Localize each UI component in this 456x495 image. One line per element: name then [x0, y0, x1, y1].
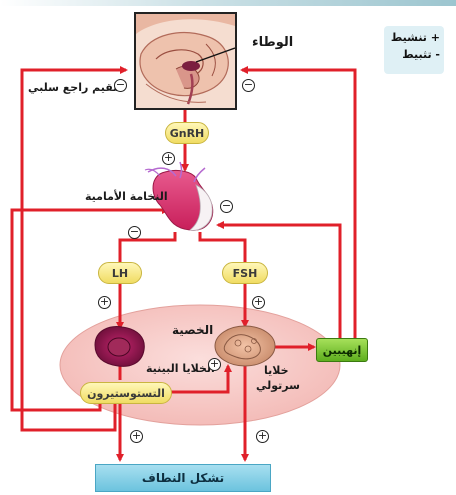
- inhibin-box: إنهيبين: [316, 338, 368, 362]
- negative-feedback-label: تلقيم راجع سلبي: [28, 81, 122, 94]
- arrow-pituitary-lh: [116, 232, 177, 330]
- legend-box: + تنشيط - تثبيط: [384, 26, 444, 74]
- plus-symbol-gnrh: +: [162, 151, 175, 165]
- sertoli-cell-shape: [214, 325, 276, 367]
- plus-symbol-testosterone-sertoli: +: [208, 357, 221, 371]
- lh-pill: LH: [98, 262, 142, 284]
- arrow-feedback-right-outer: [240, 66, 357, 345]
- legend-minus: - تثبيط: [402, 48, 440, 61]
- leydig-cell-shape: [94, 326, 145, 367]
- interstitial-cells-label: الخلايا البينية: [146, 362, 215, 375]
- hypothalamus-image: [134, 12, 237, 110]
- hypothalamus-label: الوطاء: [252, 35, 294, 50]
- arrow-feedback-right-inner: [216, 221, 342, 345]
- pituitary-gland-shape: [144, 161, 214, 231]
- arrow-testosterone-sertoli: [170, 364, 232, 394]
- testis-label: الخصية: [172, 323, 214, 337]
- plus-symbol-fsh: +: [252, 295, 265, 309]
- legend-plus: + تنشيط: [390, 31, 440, 44]
- fsh-pill: FSH: [222, 262, 268, 284]
- sertoli-label-line2: سرتولي: [256, 379, 300, 392]
- plus-symbol-sperm-left: +: [130, 429, 143, 443]
- sertoli-label-line1: خلايا: [264, 364, 289, 377]
- arrow-feedback-left-inner: [10, 206, 170, 412]
- testosterone-pill: التستوستيرون: [80, 382, 172, 404]
- gnrh-pill: GnRH: [165, 122, 209, 144]
- minus-symbol-pituitary-right: −: [220, 199, 233, 213]
- anterior-pituitary-label: النخامة الأمامية: [85, 190, 168, 203]
- plus-symbol-sperm-right: +: [256, 429, 269, 443]
- minus-symbol-feedback-top-left: −: [114, 78, 127, 92]
- top-decorative-bar: [0, 0, 456, 6]
- plus-symbol-lh: +: [98, 295, 111, 309]
- brain-illustration: [136, 14, 235, 108]
- minus-symbol-pituitary-left: −: [128, 225, 141, 239]
- spermatogenesis-box: تشكل النطاف: [95, 464, 271, 492]
- arrow-feedback-left-outer: [20, 66, 128, 432]
- minus-symbol-feedback-top-right: −: [242, 78, 255, 92]
